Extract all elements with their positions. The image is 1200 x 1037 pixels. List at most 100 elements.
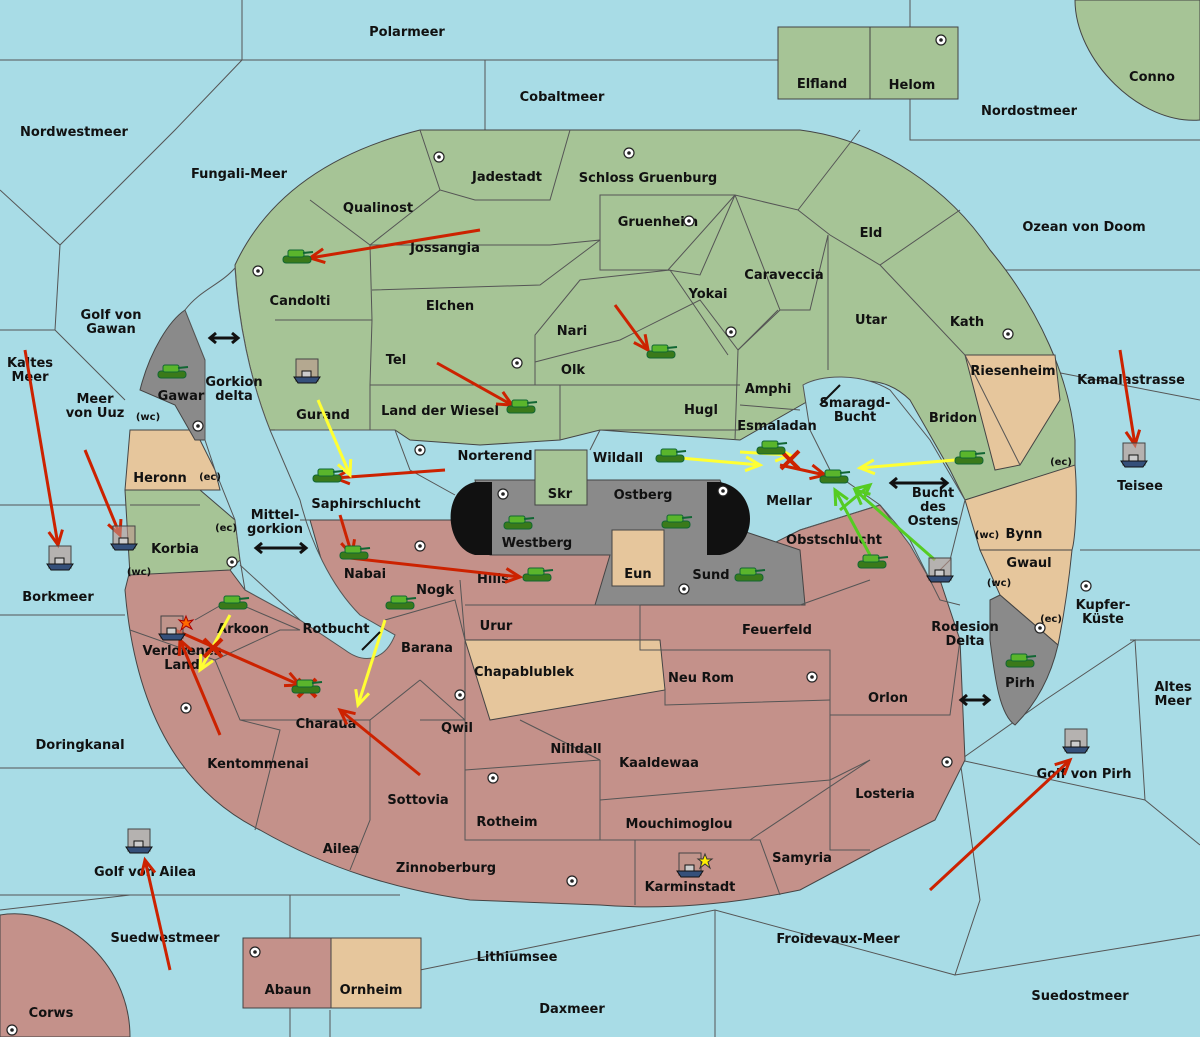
ship-icon[interactable] [110, 525, 138, 551]
territory-label-eld: Eld [860, 226, 883, 241]
tank-icon[interactable] [282, 249, 314, 264]
tank-icon[interactable] [954, 450, 986, 465]
supply-center-icon [566, 875, 578, 887]
coast-labels: (wc)(ec)(ec)(wc)(ec)(wc)(wc)(ec) [127, 412, 1072, 625]
territory-label-kath: Kath [950, 315, 984, 330]
tank-icon[interactable] [646, 344, 678, 359]
territory-label-nari: Nari [557, 324, 588, 339]
ship-icon[interactable] [46, 545, 74, 571]
coast-label: (wc) [136, 412, 160, 423]
tank-icon[interactable] [756, 440, 788, 455]
supply-center-icon [180, 702, 192, 714]
territory-label-froidevaux: Froidevaux-Meer [776, 932, 900, 947]
territory-label-suedwest: Suedwestmeer [110, 931, 220, 946]
territory-label-skr: Skr [548, 487, 573, 502]
territory-eun[interactable] [611, 529, 665, 587]
territory-conno[interactable] [1074, 0, 1200, 121]
order-arrow [349, 556, 524, 584]
order-arrow [139, 856, 172, 971]
territory-label-karminstadt: Karminstadt [645, 880, 736, 895]
tank-icon[interactable] [339, 545, 371, 560]
tank-icon[interactable] [385, 595, 417, 610]
territory-label-suedost: Suedostmeer [1031, 989, 1129, 1004]
tank-icon[interactable] [218, 595, 250, 610]
coast-label: (ec) [215, 523, 237, 534]
order-arrow [833, 486, 872, 556]
territory-riesenheim[interactable] [964, 354, 1061, 471]
supply-center-icon [433, 151, 445, 163]
tank-icon[interactable] [503, 515, 535, 530]
order-arrow [613, 304, 651, 353]
ship-icon[interactable] [1062, 728, 1090, 754]
tank-icon[interactable] [157, 364, 189, 379]
territory-label-lithium: Lithiumsee [477, 950, 558, 965]
territory-label-ozean: Ozean von Doom [1022, 220, 1145, 235]
ship-icon[interactable] [676, 852, 704, 878]
territory-label-mouchimo: Mouchimoglou [626, 817, 733, 832]
territory-elfland[interactable] [777, 26, 871, 100]
territory-skr[interactable] [534, 449, 588, 506]
ship-icon[interactable] [926, 557, 954, 583]
territory-label-elfland: Elfland [797, 77, 847, 92]
territory-label-mellar: Mellar [766, 494, 812, 509]
tank-icon[interactable] [1005, 653, 1037, 668]
territory-ornheim[interactable] [330, 937, 422, 1009]
tank-icon[interactable] [819, 469, 851, 484]
territory-label-esmaladan: Esmaladan [737, 419, 817, 434]
territory-label-nabai: Nabai [344, 567, 386, 582]
order-arrow [928, 757, 1073, 892]
tank-icon[interactable] [506, 399, 538, 414]
territory-label-fungali: Fungali-Meer [191, 167, 288, 182]
supply-center-icon [252, 265, 264, 277]
territory-label-smaragd: Smaragd-Bucht [820, 396, 891, 425]
territory-label-kupfer: Kupfer-Küste [1076, 598, 1131, 627]
failed-order-mark [202, 637, 224, 659]
coast-label: (wc) [975, 530, 999, 541]
tank-icon[interactable] [661, 514, 693, 529]
ship-icon[interactable] [158, 615, 186, 641]
territory-label-bridon: Bridon [929, 411, 977, 426]
supply-center-icon [725, 326, 737, 338]
territory-label-utar: Utar [855, 313, 888, 328]
territory-label-nordostmeer: Nordostmeer [981, 104, 1078, 119]
coast-label: (wc) [987, 578, 1011, 589]
territory-corws[interactable] [0, 913, 131, 1037]
tank-icon[interactable] [655, 448, 687, 463]
territory-label-mittel: Mittel-gorkion [247, 508, 303, 537]
sea-mittelgorkion[interactable] [184, 266, 396, 659]
territory-label-helom: Helom [889, 78, 936, 93]
supply-center-icon [683, 215, 695, 227]
tank-icon[interactable] [734, 567, 766, 582]
territory-label-arkoon: Arkoon [217, 622, 269, 637]
territory-label-gawar: Gawar [158, 389, 205, 404]
tank-icon[interactable] [312, 468, 344, 483]
order-arrow [839, 482, 873, 512]
order-arrow [337, 707, 421, 777]
tank-icon[interactable] [857, 554, 889, 569]
ship-icon[interactable] [1120, 442, 1148, 468]
ship-icon[interactable] [125, 828, 153, 854]
territory-label-chapa: Chapablublek [474, 665, 574, 680]
territory-heronn[interactable] [124, 429, 221, 491]
territory-label-nordwestmeer: Nordwestmeer [20, 125, 128, 140]
territory-label-jadestadt: Jadestadt [471, 170, 542, 185]
territory-label-teisee: Teisee [1117, 479, 1163, 494]
ship-icon[interactable] [293, 358, 321, 384]
territory-label-heronn: Heronn [133, 471, 187, 486]
units [46, 249, 1148, 878]
tank-icon[interactable] [291, 679, 323, 694]
territory-label-qwil: Qwil [441, 721, 473, 736]
supply-center-icon [249, 946, 261, 958]
impassable-cap-east [707, 482, 750, 555]
tank-icon[interactable] [522, 567, 554, 582]
territory-label-ailea: Ailea [323, 842, 360, 857]
territory-label-golfailea: Golf von Ailea [94, 865, 196, 880]
territory-label-corws: Corws [29, 1006, 74, 1021]
territory-label-korbia: Korbia [151, 542, 199, 557]
supply-center-icon [623, 147, 635, 159]
territory-label-orlon: Orlon [868, 691, 908, 706]
